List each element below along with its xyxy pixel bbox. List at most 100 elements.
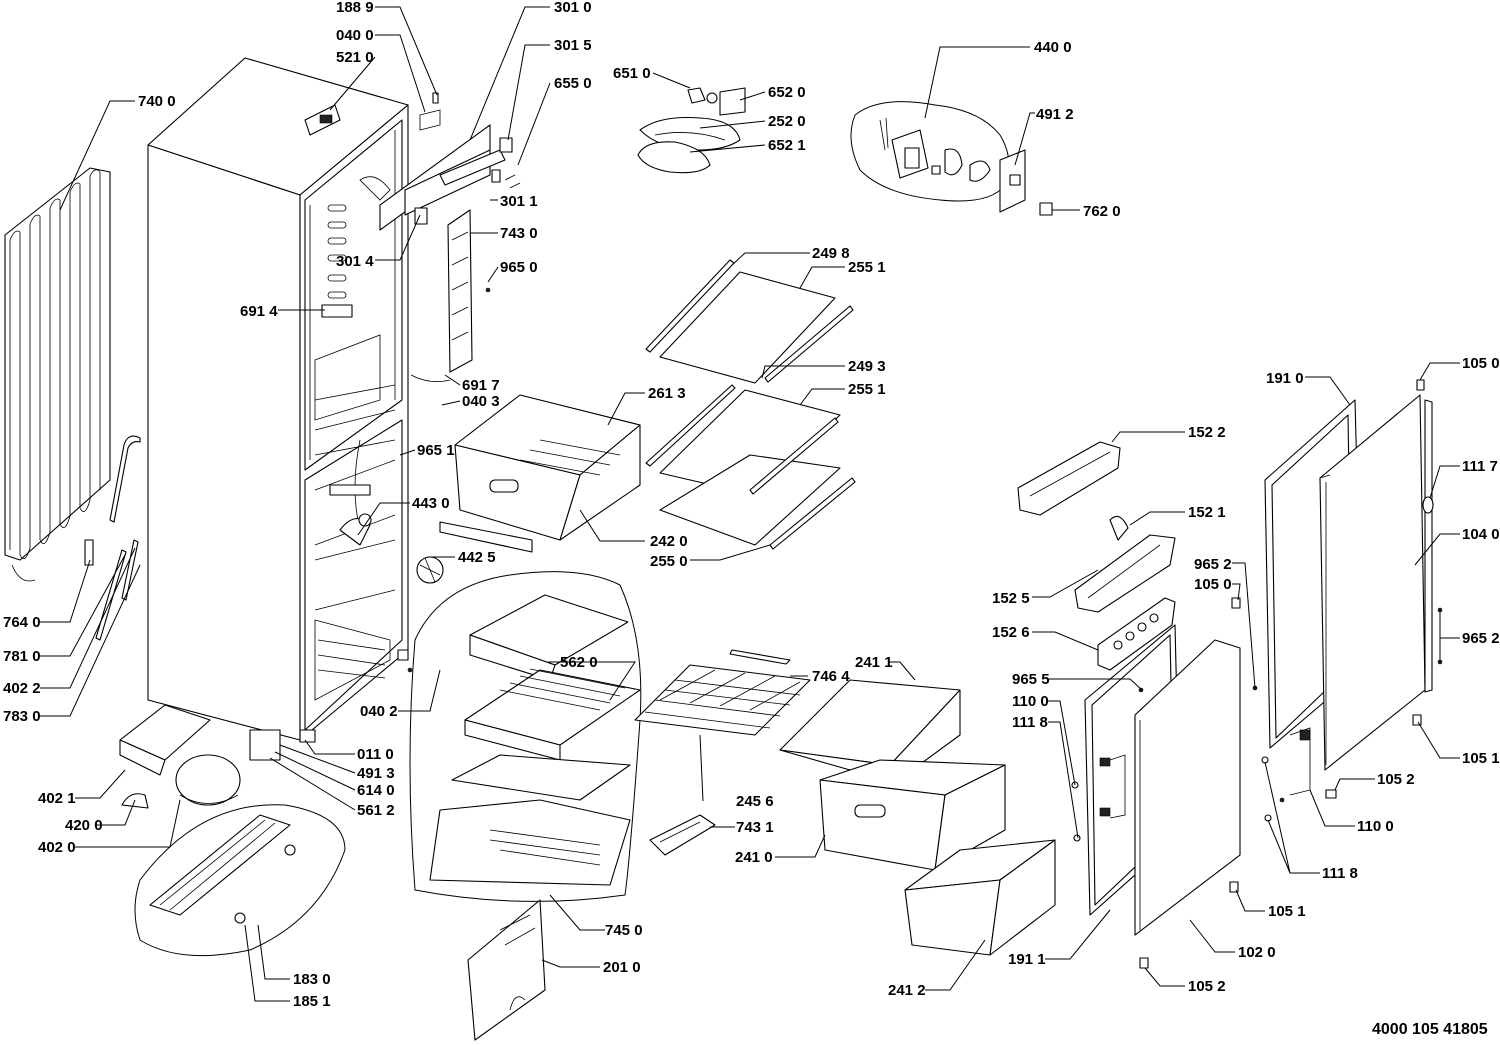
callout-652-1: 652 1 bbox=[768, 137, 806, 154]
callout-745-0: 745 0 bbox=[605, 922, 643, 939]
freezer-compartment-group bbox=[409, 571, 642, 902]
callout-241-0: 241 0 bbox=[735, 849, 773, 866]
fan-assembly bbox=[329, 484, 372, 546]
callout-440-0: 440 0 bbox=[1034, 39, 1072, 56]
callout-261-3: 261 3 bbox=[648, 385, 686, 402]
callout-301-5: 301 5 bbox=[554, 37, 592, 54]
callout-201-0: 201 0 bbox=[603, 959, 641, 976]
callout-245-6: 245 6 bbox=[736, 793, 774, 810]
drain-tubes bbox=[84, 435, 141, 641]
callout-965-2-right: 965 2 bbox=[1462, 630, 1500, 647]
callout-781-0: 781 0 bbox=[3, 648, 41, 665]
callout-965-2-left: 965 2 bbox=[1194, 556, 1232, 573]
callout-105-0-mid: 105 0 bbox=[1194, 576, 1232, 593]
callout-614-0: 614 0 bbox=[357, 782, 395, 799]
callout-402-0: 402 0 bbox=[38, 839, 76, 856]
fridge-door bbox=[1264, 379, 1434, 796]
callout-562-0: 562 0 bbox=[560, 654, 598, 671]
callout-301-0: 301 0 bbox=[554, 0, 592, 16]
callout-746-4: 746 4 bbox=[812, 668, 850, 685]
document-number: 4000 105 41805 bbox=[1372, 1021, 1488, 1038]
callout-764-0: 764 0 bbox=[3, 614, 41, 631]
glass-shelves bbox=[645, 259, 856, 550]
callout-301-1: 301 1 bbox=[500, 193, 538, 210]
callout-420-0: 420 0 bbox=[65, 817, 103, 834]
cabinet-vents bbox=[327, 204, 347, 299]
callout-011-0: 011 0 bbox=[357, 746, 394, 763]
callout-105-0-top: 105 0 bbox=[1462, 355, 1500, 372]
condenser-coil bbox=[4, 167, 111, 582]
callout-242-0: 242 0 bbox=[650, 533, 688, 550]
callout-255-1-top: 255 1 bbox=[848, 259, 886, 276]
callout-188-9: 188 9 bbox=[336, 0, 374, 16]
fan-motor-group bbox=[850, 101, 1053, 216]
callout-110-0-left: 110 0 bbox=[1012, 693, 1049, 710]
callout-443-0: 443 0 bbox=[412, 495, 450, 512]
callout-111-8-left: 111 8 bbox=[1012, 714, 1048, 731]
callout-102-0: 102 0 bbox=[1238, 944, 1276, 961]
callout-152-1: 152 1 bbox=[1188, 504, 1226, 521]
callout-152-2: 152 2 bbox=[1188, 424, 1226, 441]
lamp-assembly bbox=[637, 87, 746, 174]
callout-965-1: 965 1 bbox=[417, 442, 455, 459]
callout-249-8: 249 8 bbox=[812, 245, 850, 262]
callout-740-0: 740 0 bbox=[138, 93, 176, 110]
callout-152-5: 152 5 bbox=[992, 590, 1030, 607]
callout-402-2: 402 2 bbox=[3, 680, 41, 697]
vegetable-drawers bbox=[779, 679, 1056, 956]
callout-104-0: 104 0 bbox=[1462, 526, 1500, 543]
callout-652-0: 652 0 bbox=[768, 84, 806, 101]
callout-252-0: 252 0 bbox=[768, 113, 806, 130]
callout-105-2-right: 105 2 bbox=[1377, 771, 1415, 788]
rear-cover bbox=[467, 899, 546, 1041]
callout-110-0-right: 110 0 bbox=[1357, 818, 1394, 835]
callout-402-1: 402 1 bbox=[38, 790, 76, 807]
evaporator-cover bbox=[410, 209, 473, 383]
callout-183-0: 183 0 bbox=[293, 971, 331, 988]
callout-691-4: 691 4 bbox=[240, 303, 278, 320]
callout-040-0: 040 0 bbox=[336, 27, 374, 44]
control-panel-assembly bbox=[379, 92, 521, 231]
callout-241-2: 241 2 bbox=[888, 982, 926, 999]
freezer-door bbox=[1084, 624, 1241, 936]
callout-743-0: 743 0 bbox=[500, 225, 538, 242]
callout-249-3: 249 3 bbox=[848, 358, 886, 375]
compressor-group bbox=[119, 704, 346, 957]
callout-561-2: 561 2 bbox=[357, 802, 395, 819]
callout-111-7: 111 7 bbox=[1462, 458, 1498, 475]
callout-191-1: 191 1 bbox=[1008, 951, 1046, 968]
callout-191-0: 191 0 bbox=[1266, 370, 1304, 387]
callout-743-1: 743 1 bbox=[736, 819, 774, 836]
callout-783-0: 783 0 bbox=[3, 708, 41, 725]
callout-651-0: 651 0 bbox=[613, 65, 651, 82]
callout-655-0: 655 0 bbox=[554, 75, 592, 92]
wire-shelf bbox=[634, 649, 811, 736]
small-hardware bbox=[407, 287, 1443, 969]
callout-442-5: 442 5 bbox=[458, 549, 496, 566]
callout-labels: 188 9 040 0 521 0 301 0 301 5 655 0 651 … bbox=[3, 0, 1500, 1010]
callout-965-5: 965 5 bbox=[1012, 671, 1050, 688]
callout-105-1-bottom: 105 1 bbox=[1268, 903, 1306, 920]
air-duct bbox=[649, 814, 716, 856]
callout-691-7: 691 7 bbox=[462, 377, 500, 394]
callout-105-1-right: 105 1 bbox=[1462, 750, 1500, 767]
callout-241-1: 241 1 bbox=[855, 654, 893, 671]
door-bins bbox=[1017, 441, 1176, 671]
callout-301-4: 301 4 bbox=[336, 253, 374, 270]
crisper-drawer-top bbox=[439, 394, 641, 553]
callout-521-0: 521 0 bbox=[336, 49, 374, 66]
callout-152-6: 152 6 bbox=[992, 624, 1030, 641]
callout-040-3: 040 3 bbox=[462, 393, 500, 410]
callout-040-2: 040 2 bbox=[360, 703, 398, 720]
callout-185-1: 185 1 bbox=[293, 993, 331, 1010]
callout-255-1-mid: 255 1 bbox=[848, 381, 886, 398]
callout-965-0: 965 0 bbox=[500, 259, 538, 276]
leader-lines bbox=[40, 6, 1460, 1002]
callout-491-2: 491 2 bbox=[1036, 106, 1074, 123]
callout-111-8-right: 111 8 bbox=[1322, 865, 1358, 882]
callout-762-0: 762 0 bbox=[1083, 203, 1121, 220]
callout-105-2-bottom: 105 2 bbox=[1188, 978, 1226, 995]
callout-255-0: 255 0 bbox=[650, 553, 688, 570]
callout-491-3: 491 3 bbox=[357, 765, 395, 782]
